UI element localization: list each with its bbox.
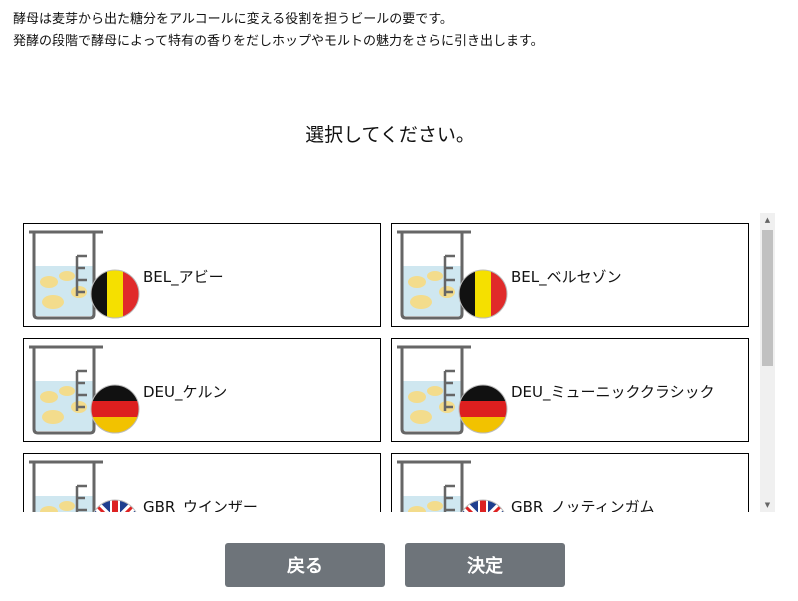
yeast-option[interactable]: GBR_ウインザー — [23, 453, 381, 512]
yeast-option[interactable]: BEL_ベルセゾン — [391, 223, 749, 327]
beaker-belgium-flag-icon — [29, 230, 140, 320]
description-line-2: 発酵の段階で酵母によって特有の香りをだしホップやモルトの魅力をさらに引き出します… — [13, 34, 544, 49]
scrollbar[interactable]: ▲ ▼ — [760, 213, 775, 512]
beaker-uk-flag-icon — [397, 460, 507, 512]
description: 酵母は麦芽から出た糖分をアルコールに変える役割を担うビールの要です。 発酵の段階… — [13, 9, 544, 53]
yeast-option[interactable]: DEU_ケルン — [23, 338, 381, 442]
yeast-option-label: DEU_ミューニッククラシック — [511, 383, 715, 401]
yeast-option-label: GBR_ノッティンガム — [511, 498, 655, 512]
scroll-down-arrow[interactable]: ▼ — [764, 501, 771, 509]
yeast-option-label: GBR_ウインザー — [143, 498, 258, 512]
yeast-list[interactable]: BEL_アビー BEL_ベルセゾン DEU_ケルン DEU_ミューニッククラシック GB… — [23, 213, 760, 512]
confirm-button[interactable]: 決定 — [405, 543, 565, 587]
back-button[interactable]: 戻る — [225, 543, 385, 587]
description-line-1: 酵母は麦芽から出た糖分をアルコールに変える役割を担うビールの要です。 — [13, 12, 453, 27]
yeast-option[interactable]: BEL_アビー — [23, 223, 381, 327]
beaker-belgium-flag-icon — [397, 230, 508, 320]
scrollbar-thumb[interactable] — [762, 230, 773, 366]
yeast-option-label: DEU_ケルン — [143, 383, 228, 401]
yeast-option[interactable]: GBR_ノッティンガム — [391, 453, 749, 512]
yeast-option-label: BEL_ベルセゾン — [511, 268, 622, 286]
yeast-option-label: BEL_アビー — [143, 268, 224, 286]
beaker-uk-flag-icon — [29, 460, 139, 512]
yeast-option[interactable]: DEU_ミューニッククラシック — [391, 338, 749, 442]
beaker-germany-flag-icon — [29, 345, 140, 435]
beaker-germany-flag-icon — [397, 345, 508, 435]
prompt-heading: 選択してください。 — [305, 124, 475, 146]
scroll-up-arrow[interactable]: ▲ — [764, 216, 771, 224]
